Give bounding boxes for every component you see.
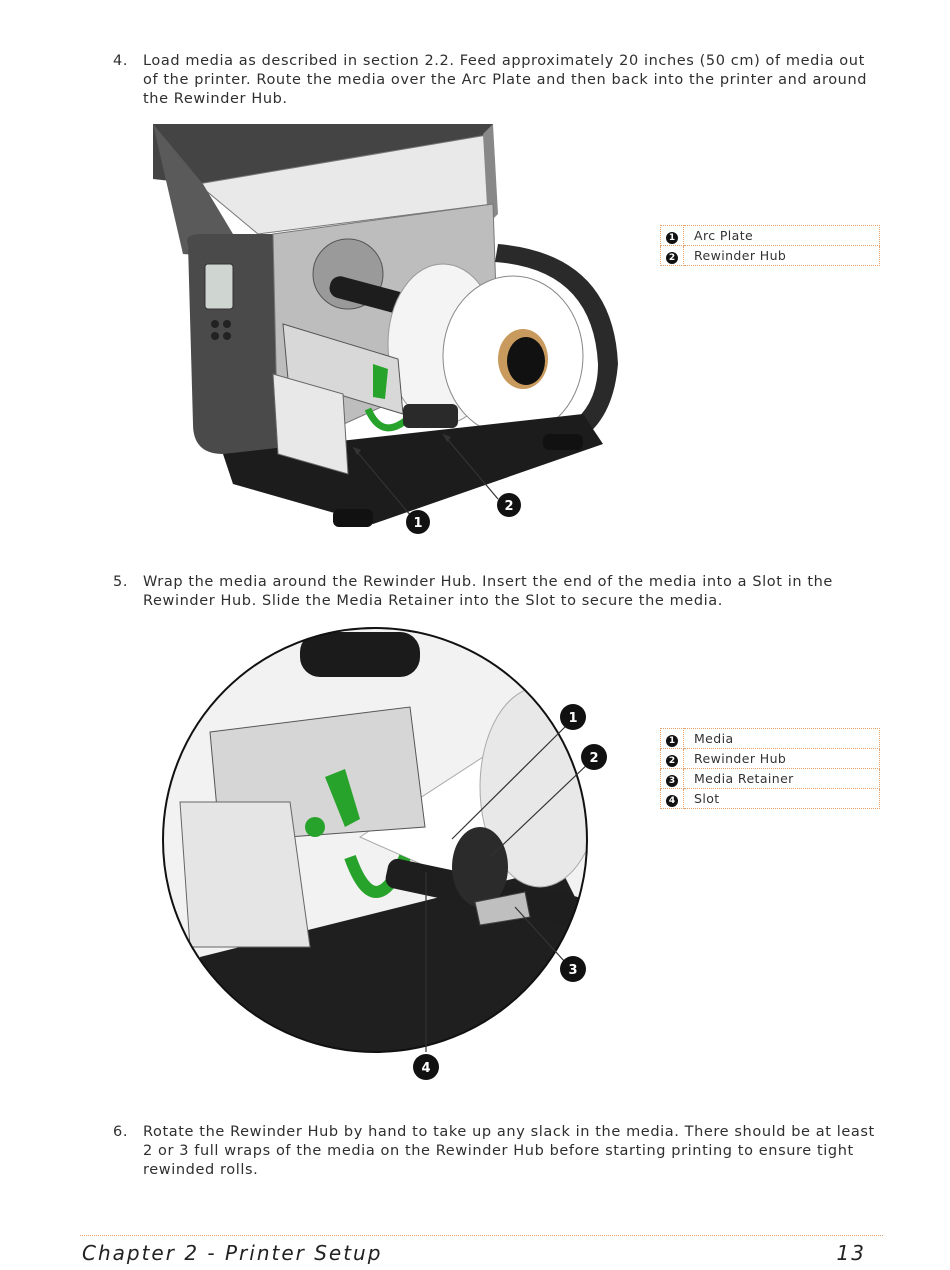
callout-2: 2 <box>581 744 607 770</box>
legend-label: Media Retainer <box>683 768 880 789</box>
step-number: 6. <box>113 1124 129 1140</box>
legend-row: 1 Arc Plate <box>660 225 880 246</box>
legend-row: 3 Media Retainer <box>660 768 880 789</box>
legend-number: 2 <box>666 251 678 264</box>
legend-number: 2 <box>666 754 678 767</box>
legend-label: Rewinder Hub <box>683 748 880 769</box>
step-number: 4. <box>113 53 129 69</box>
step-5: 5. Wrap the media around the Rewinder Hu… <box>113 573 883 611</box>
step-text: Rotate the Rewinder Hub by hand to take … <box>143 1124 875 1178</box>
svg-text:2: 2 <box>504 499 513 514</box>
legend-row: 4 Slot <box>660 788 880 809</box>
legend-row: 2 Rewinder Hub <box>660 748 880 769</box>
legend-number: 4 <box>666 794 678 807</box>
legend-label: Slot <box>683 788 880 809</box>
legend-row: 1 Media <box>660 728 880 749</box>
legend-number: 3 <box>666 774 678 787</box>
footer-chapter-title: Chapter 2 - Printer Setup <box>82 1241 383 1265</box>
callout-1: 1 <box>560 704 586 730</box>
step-number: 5. <box>113 574 129 590</box>
step-text: Load media as described in section 2.2. … <box>143 53 868 107</box>
svg-text:1: 1 <box>413 516 422 531</box>
step-text: Wrap the media around the Rewinder Hub. … <box>143 574 833 609</box>
rewinder-hub-detail-illustration: 1 2 3 4 <box>160 627 610 1091</box>
footer-divider <box>80 1235 883 1236</box>
callout-3: 3 <box>560 956 586 982</box>
step-4: 4. Load media as described in section 2.… <box>113 52 883 109</box>
callout-1: 1 <box>406 510 430 534</box>
callout-2: 2 <box>497 493 521 517</box>
legend-figure-1: 1 Arc Plate 2 Rewinder Hub <box>660 225 880 266</box>
page-number: 13 <box>836 1241 866 1265</box>
svg-text:2: 2 <box>589 751 598 766</box>
legend-label: Arc Plate <box>683 225 880 246</box>
legend-figure-2: 1 Media 2 Rewinder Hub 3 Media Retainer … <box>660 728 880 809</box>
legend-label: Rewinder Hub <box>683 245 880 266</box>
svg-text:1: 1 <box>568 711 577 726</box>
step-6: 6. Rotate the Rewinder Hub by hand to ta… <box>113 1123 883 1180</box>
legend-row: 2 Rewinder Hub <box>660 245 880 266</box>
legend-number: 1 <box>666 231 678 244</box>
legend-number: 1 <box>666 734 678 747</box>
svg-text:4: 4 <box>421 1061 430 1076</box>
callout-4: 4 <box>413 1054 439 1080</box>
printer-arc-plate-illustration: 1 2 <box>143 124 633 543</box>
svg-text:3: 3 <box>568 963 577 978</box>
legend-label: Media <box>683 728 880 749</box>
